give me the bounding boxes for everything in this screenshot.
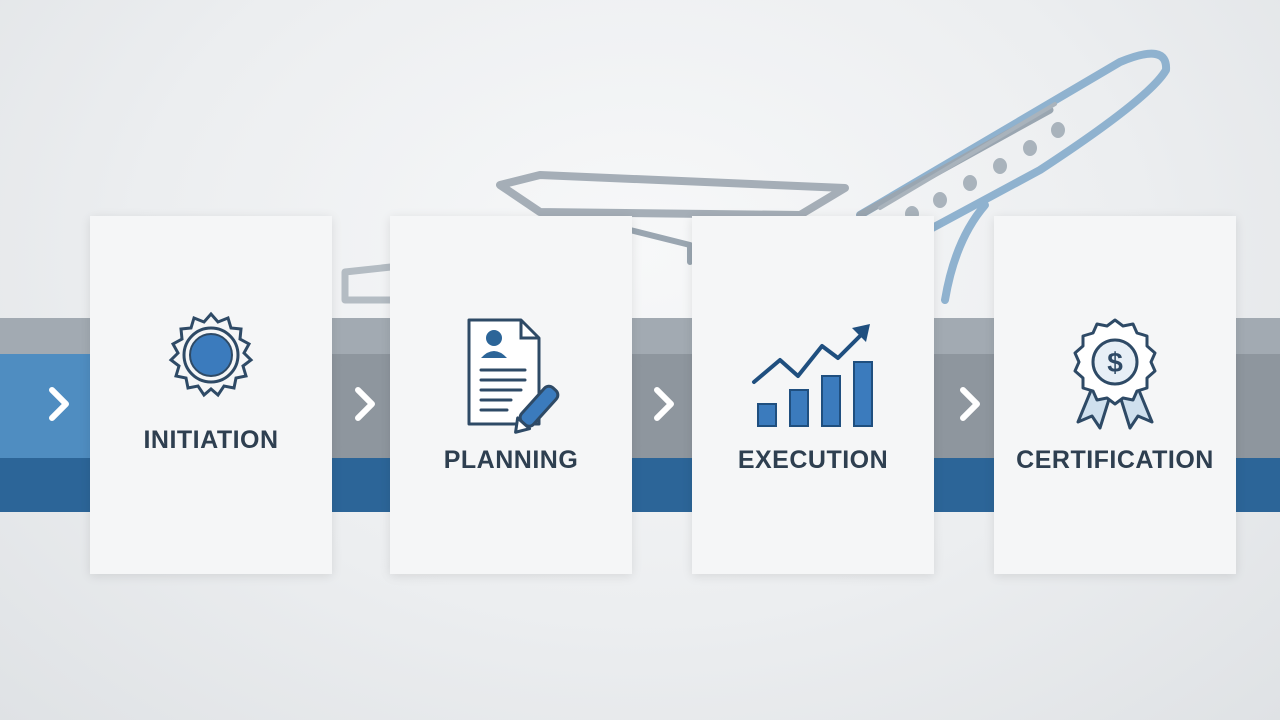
chevron-right-icon	[49, 387, 69, 421]
document-pen-icon	[467, 318, 560, 434]
svg-text:$: $	[1107, 347, 1123, 378]
growth-chart-icon	[752, 324, 873, 427]
stage-card-planning: PLANNING	[390, 216, 632, 574]
stage-label-certification: CERTIFICATION	[1016, 446, 1214, 474]
chevron-right-icon	[355, 387, 375, 421]
stage-label-execution: EXECUTION	[737, 446, 889, 474]
chevron-right-icon	[654, 387, 674, 421]
stage-card-certification: $ CERTIFICATION	[994, 216, 1236, 574]
dollar-badge-icon: $	[1073, 318, 1157, 430]
chevron-right-icon	[960, 387, 980, 421]
stage-card-execution: EXECUTION	[692, 216, 934, 574]
stage-label-initiation: INITIATION	[143, 426, 279, 454]
gear-icon	[168, 311, 254, 398]
stage-label-planning: PLANNING	[443, 446, 579, 474]
stage-card-initiation: INITIATION	[90, 216, 332, 574]
